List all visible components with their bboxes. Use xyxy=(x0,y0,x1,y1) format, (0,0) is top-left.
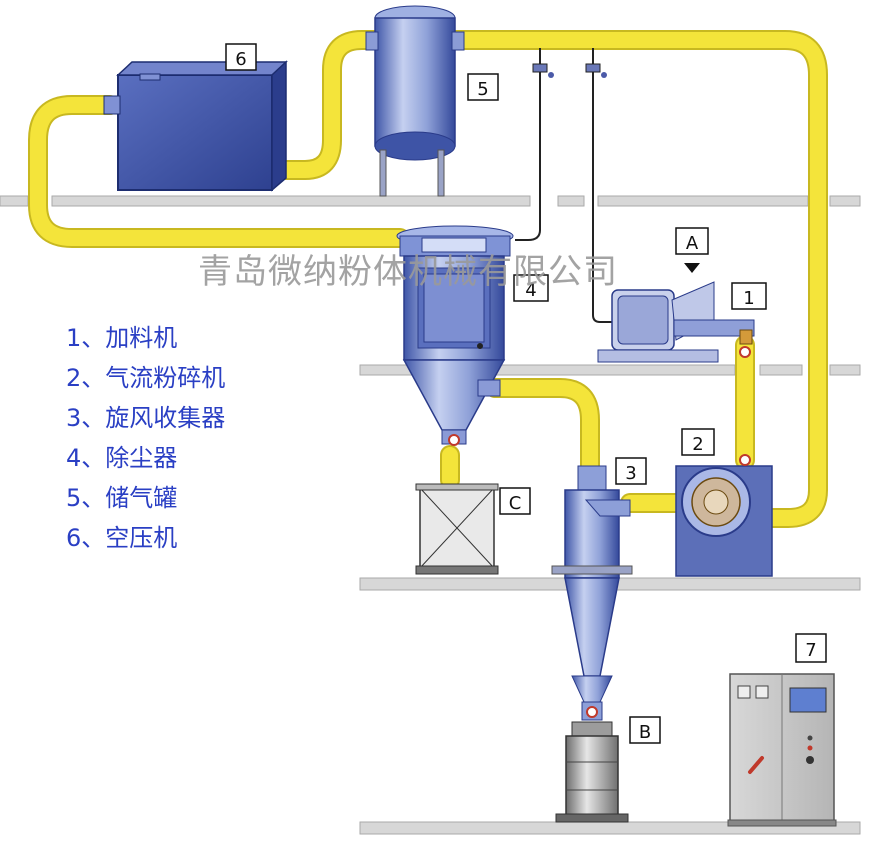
air-storage-tank xyxy=(365,5,465,197)
switch-icon xyxy=(737,685,751,699)
collection-drum-b xyxy=(555,721,629,823)
valves xyxy=(532,63,607,78)
thin-tubes xyxy=(515,48,612,323)
dust-collector xyxy=(396,225,514,446)
shelf-top-2 xyxy=(557,195,585,207)
label-outlet-b: B xyxy=(639,722,651,743)
legend-item: 2、气流粉碎机 xyxy=(66,364,226,392)
equipment-legend: 1、加料机 2、气流粉碎机 3、旋风收集器 4、除尘器 5、储气罐 6、空压机 xyxy=(66,318,225,558)
legend-item: 4、除尘器 xyxy=(66,444,178,472)
legend-item: 6、空压机 xyxy=(66,524,178,552)
legend-item: 5、储气罐 xyxy=(66,484,178,512)
valve-handle-icon xyxy=(548,72,554,78)
legend-item: 1、加料机 xyxy=(66,324,178,352)
air-compressor xyxy=(103,60,288,192)
feeder xyxy=(597,263,755,363)
label-outlet-c: C xyxy=(509,493,522,514)
shelf-top-3 xyxy=(597,195,809,207)
label-air-compressor: 6 xyxy=(235,49,246,70)
switch-icon xyxy=(755,685,769,699)
arrow-down-icon xyxy=(684,263,700,273)
valve-icon xyxy=(532,63,548,73)
label-feeder: 1 xyxy=(743,288,754,309)
label-control-cabinet: 7 xyxy=(805,640,816,661)
label-air-tank: 5 xyxy=(477,79,488,100)
label-jet-mill: 2 xyxy=(692,434,703,455)
jet-mill xyxy=(675,454,773,577)
legend-item: 3、旋风收集器 xyxy=(66,404,226,432)
valve-handle-icon xyxy=(601,72,607,78)
label-inlet: A xyxy=(686,233,699,254)
cyclone-collector xyxy=(551,465,633,721)
shelf-top-4 xyxy=(829,195,861,207)
label-cyclone: 3 xyxy=(625,463,636,484)
control-cabinet xyxy=(727,673,837,827)
lever-icon xyxy=(748,756,764,774)
label-dust-collector: 4 xyxy=(525,280,536,301)
labels: 6 5 A 1 4 2 3 C B 7 xyxy=(225,43,827,744)
shelf-top-left-stub xyxy=(0,195,29,207)
valve-icon xyxy=(585,63,601,73)
collection-bin-c xyxy=(415,483,499,575)
shelf-mid-3 xyxy=(829,364,861,376)
shelf-mid-2 xyxy=(759,364,803,376)
pipes xyxy=(28,30,828,528)
shelf-top-1 xyxy=(51,195,531,207)
company-watermark: 青岛微纳粉体机械有限公司 xyxy=(198,252,618,292)
